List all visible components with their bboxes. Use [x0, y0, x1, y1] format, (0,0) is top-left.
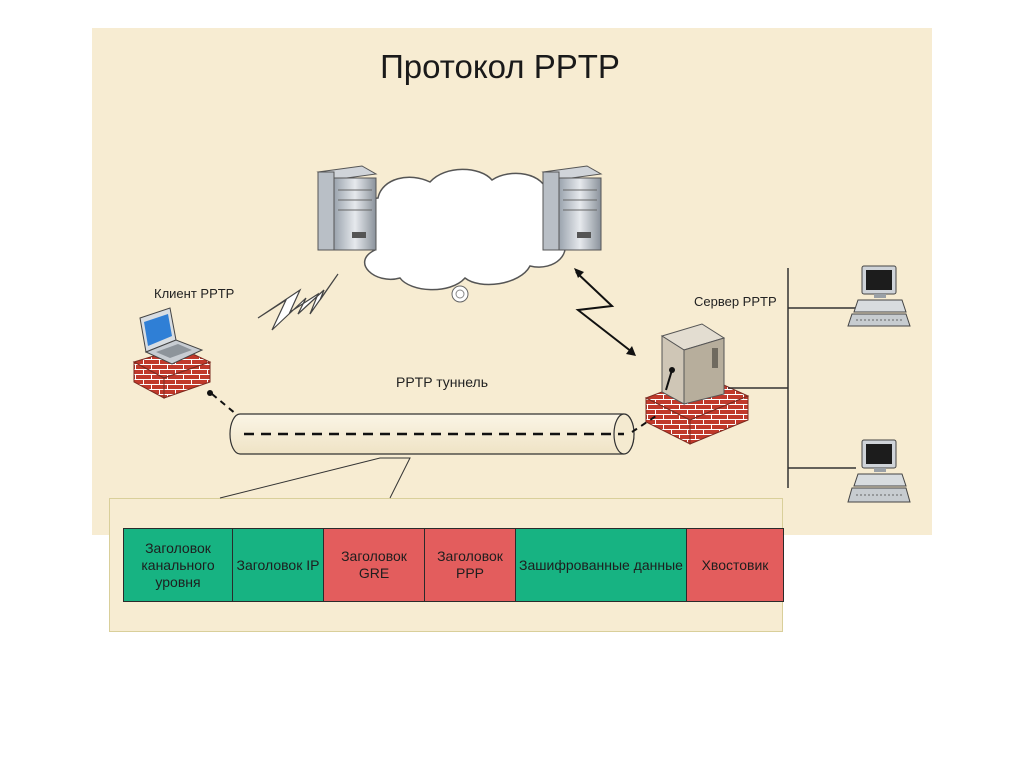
server-tower-right-icon	[541, 165, 603, 251]
packet-callout	[219, 457, 411, 499]
pptp-tunnel	[207, 390, 657, 455]
internet-cloud-icon	[356, 168, 573, 303]
tunnel-label: PPTP туннель	[396, 374, 489, 390]
packet-structure-table: Заголовок канального уровня Заголовок IP…	[123, 528, 784, 602]
ppp-header-cell: Заголовок PPP	[424, 528, 516, 602]
packet-fields-row: Заголовок канального уровня Заголовок IP…	[123, 528, 784, 602]
gre-header-cell: Заголовок GRE	[323, 528, 425, 602]
encrypted-data-cell: Зашифрованные данные	[515, 528, 687, 602]
client-label: Клиент PPTP	[154, 286, 235, 301]
server-label: Сервер PPTP	[694, 294, 777, 309]
slide-title: Протокол PPTP	[380, 48, 620, 85]
link-layer-header-cell: Заголовок канального уровня	[123, 528, 233, 602]
wan-link-icon	[574, 268, 636, 356]
ip-header-cell: Заголовок IP	[232, 528, 324, 602]
client-laptop-firewall-icon	[132, 307, 212, 399]
lan-bus	[728, 268, 860, 488]
workstation-icon-1	[847, 265, 911, 327]
wireless-link-icon	[257, 273, 339, 331]
trailer-cell: Хвостовик	[686, 528, 784, 602]
server-firewall-icon	[644, 323, 750, 445]
workstation-icon-2	[847, 439, 911, 503]
server-tower-left-icon	[316, 165, 378, 251]
